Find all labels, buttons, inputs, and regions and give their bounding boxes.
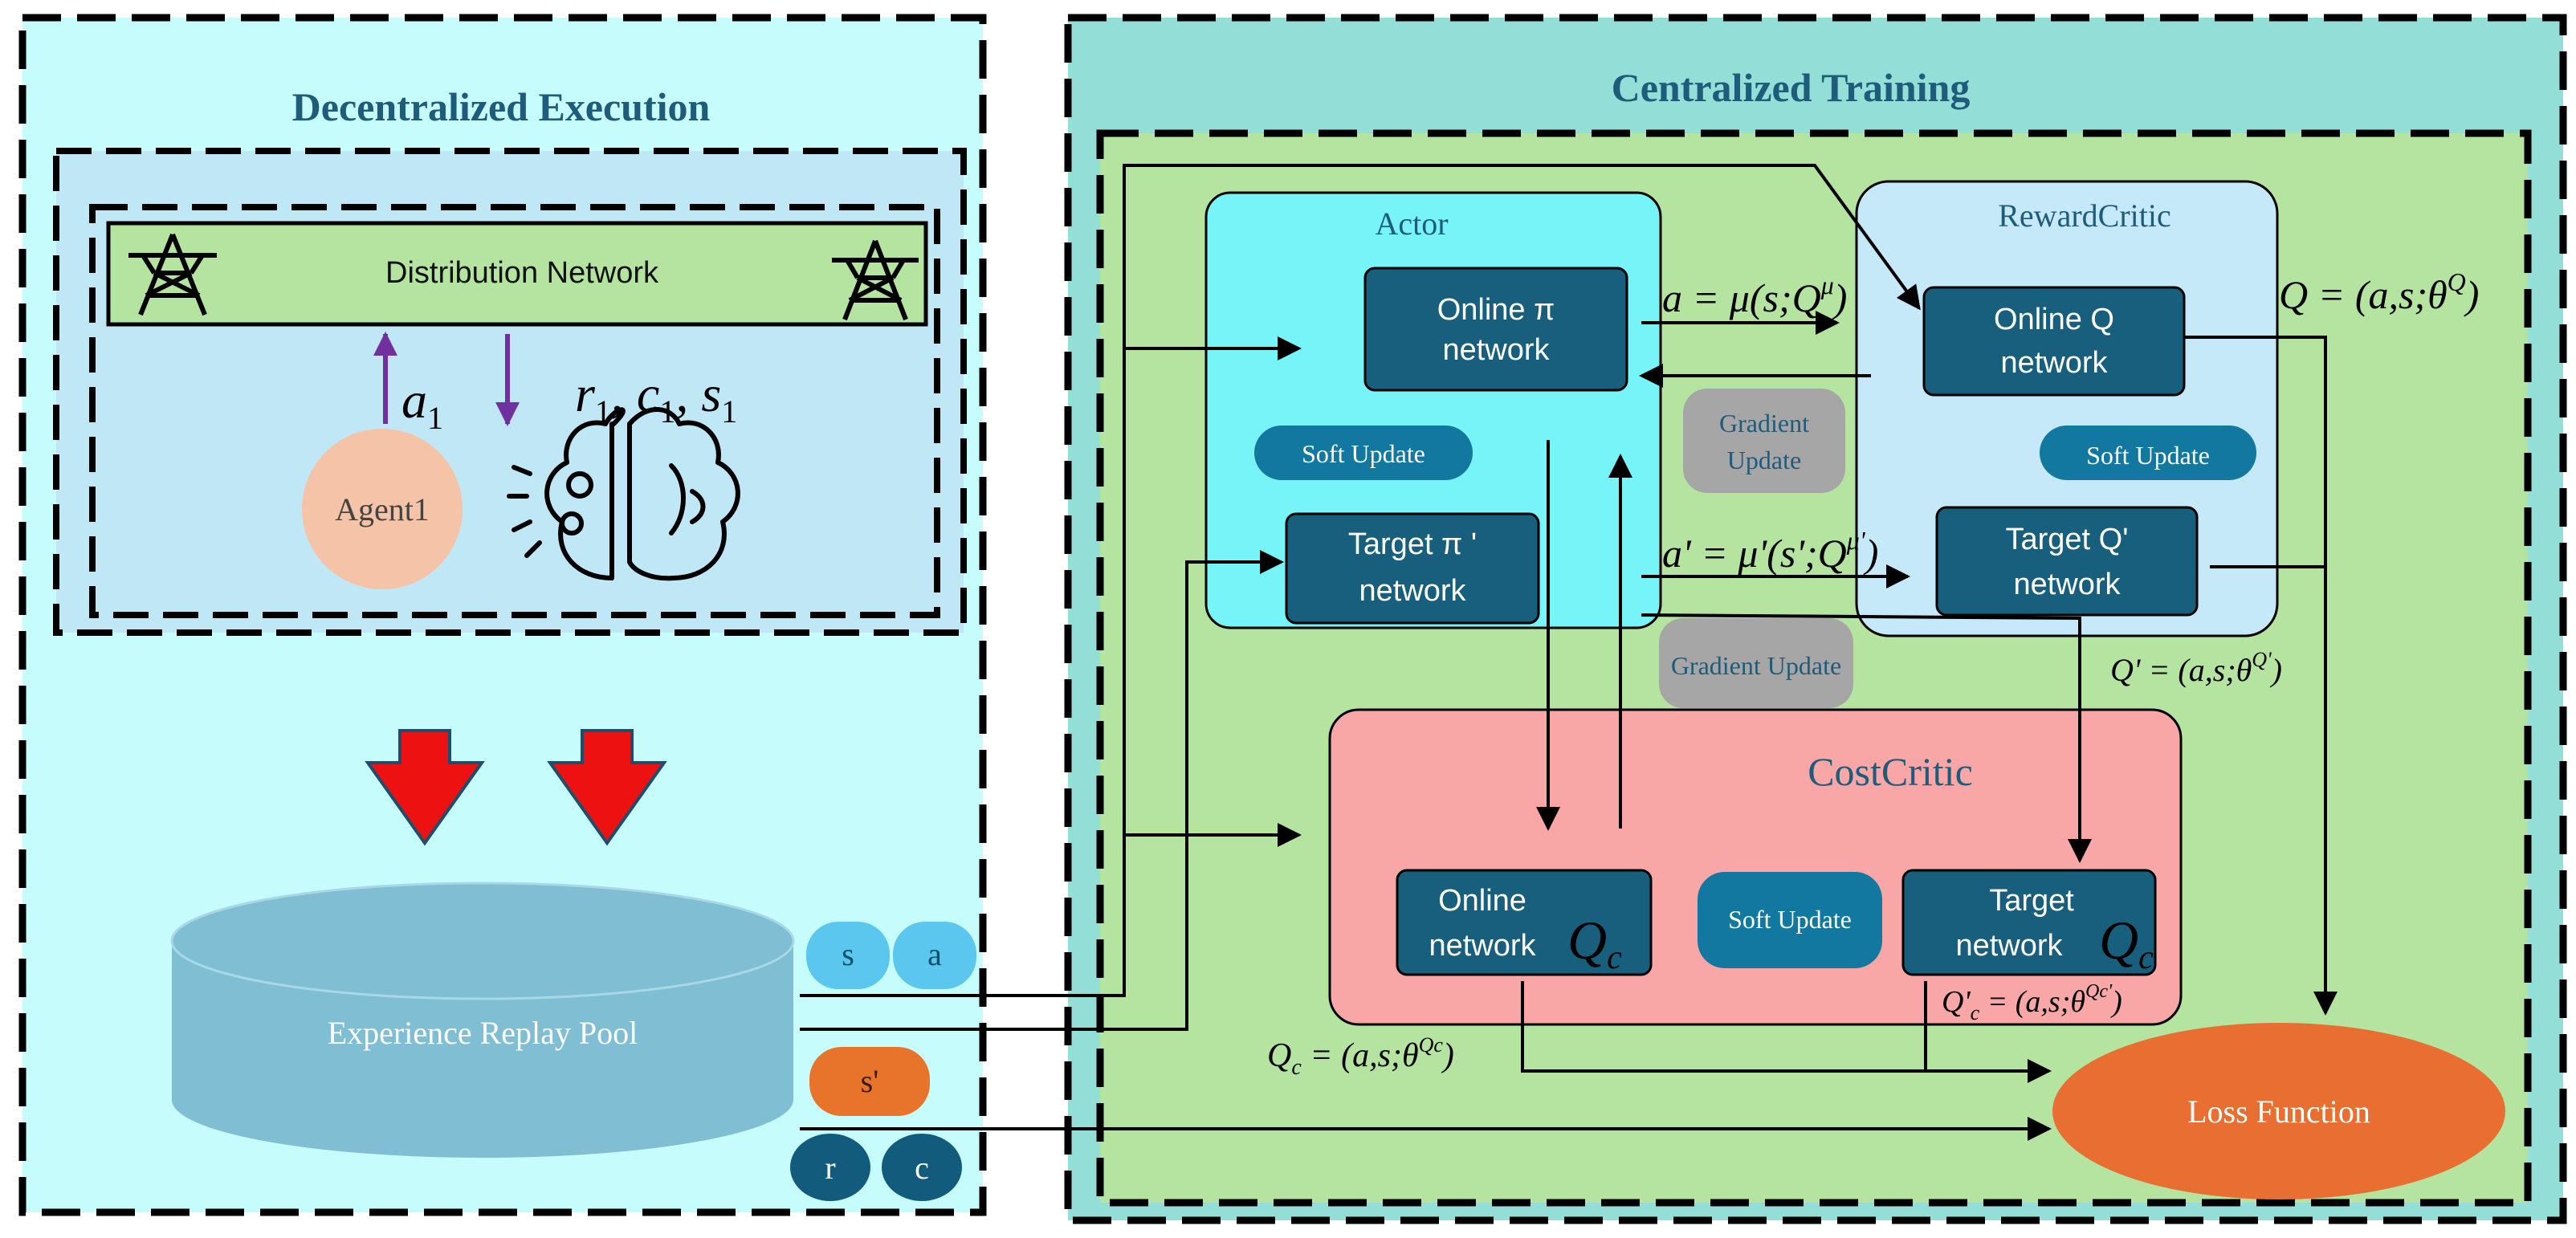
svg-text:Soft Update: Soft Update <box>1302 439 1425 468</box>
svg-text:network: network <box>2000 346 2108 380</box>
red-down-arrow-icon <box>547 729 667 846</box>
online-qc-network: Online network Qc <box>1396 869 1653 976</box>
svg-text:Online π: Online π <box>1437 293 1555 327</box>
svg-text:s': s' <box>861 1063 879 1099</box>
connector-target-pi-to-target-qc <box>1641 613 2092 863</box>
svg-text:Target: Target <box>1989 884 2074 918</box>
svg-text:Qc: Qc <box>1567 910 1622 976</box>
chip-a: a <box>893 922 976 989</box>
cost-critic-box: CostCritic Online network Qc Soft Update… <box>1328 708 2183 1026</box>
gradient-update-top: Gradient Update <box>1683 389 1845 493</box>
svg-text:Update: Update <box>1727 446 1801 474</box>
svg-text:network: network <box>1359 574 1466 608</box>
chip-c: c <box>882 1134 962 1201</box>
chip-r: r <box>790 1134 870 1201</box>
svg-text:Loss Function: Loss Function <box>2187 1093 2370 1130</box>
target-qc-network: Target network Qc <box>1901 869 2157 976</box>
svg-text:Online Q: Online Q <box>1994 303 2114 336</box>
transmission-tower-icon <box>128 233 217 316</box>
decentralized-panel: Decentralized Execution Distribution Net… <box>18 14 987 1216</box>
svg-text:Online: Online <box>1438 884 1526 918</box>
agent-label: Agent1 <box>335 491 430 527</box>
agent-circle <box>302 429 463 589</box>
equation-q-prime: Q' = (a,s;θQ') <box>2110 648 2282 688</box>
equation-q: Q = (a,s;θQ) <box>2279 267 2479 317</box>
action-label: a1 <box>401 372 443 436</box>
svg-text:network: network <box>1429 929 1536 963</box>
experience-replay-pool-label: Experience Replay Pool <box>328 1015 638 1051</box>
svg-text:s: s <box>842 936 854 972</box>
equation-a-mu: a = μ(s;Qμ) <box>1662 271 1847 320</box>
connector-pool-sa <box>800 164 1921 997</box>
actor-title: Actor <box>1375 206 1448 242</box>
online-q-network: Online Q network <box>1922 286 2186 397</box>
transmission-tower-icon <box>832 239 919 321</box>
equation-qc: Qc = (a,s;θQc) <box>1267 1033 1454 1080</box>
centralized-title: Centralized Training <box>1612 65 1971 110</box>
svg-text:Qc: Qc <box>2099 910 2154 976</box>
svg-text:c: c <box>915 1150 929 1186</box>
equation-a-prime-mu: a' = μ'(s';Qμ') <box>1662 526 1878 576</box>
cost-soft-update: Soft Update <box>1698 872 1882 968</box>
environment-inner-box <box>89 204 940 618</box>
distribution-network-bar <box>106 221 928 327</box>
experience-replay-pool: Experience Replay Pool <box>170 882 795 1158</box>
decentralized-title: Decentralized Execution <box>292 84 711 129</box>
svg-text:network: network <box>2013 568 2121 601</box>
svg-text:Gradient Update: Gradient Update <box>1671 651 1841 680</box>
chip-s-prime: s' <box>809 1047 930 1116</box>
svg-text:Soft Update: Soft Update <box>2086 441 2210 470</box>
connector-online-qc-to-loss <box>1521 981 2052 1083</box>
gradient-update-bottom: Gradient Update <box>1659 618 1853 708</box>
target-pi-network: Target π ' network <box>1285 512 1540 625</box>
connector-pool-sprime <box>800 550 1284 1031</box>
connectors <box>800 164 2338 1141</box>
svg-text:network: network <box>1442 333 1550 367</box>
brain-gear-icon <box>507 407 740 581</box>
svg-text:a: a <box>927 936 942 972</box>
observation-label: r1, c1, s1 <box>575 365 737 430</box>
actor-soft-update: Soft Update <box>1254 426 1473 480</box>
target-q-network: Target Q' network <box>1935 506 2199 617</box>
loss-function: Loss Function <box>2052 1023 2505 1199</box>
reward-soft-update: Soft Update <box>2040 426 2256 480</box>
svg-text:Gradient: Gradient <box>1719 409 1809 438</box>
equation-qc-prime: Q'c = (a,s;θQc') <box>1942 981 2122 1024</box>
chip-s: s <box>806 922 890 989</box>
connector-online-q-to-loss <box>2184 336 2338 1016</box>
svg-text:Soft Update: Soft Update <box>1728 905 1852 934</box>
svg-text:Target π ': Target π ' <box>1348 527 1477 561</box>
svg-text:r: r <box>825 1150 835 1186</box>
reward-critic-title: RewardCritic <box>1998 198 2171 234</box>
svg-text:network: network <box>1955 929 2063 963</box>
reward-critic-box: RewardCritic Online Q network Soft Updat… <box>1855 180 2279 637</box>
red-down-arrow-icon <box>365 729 485 846</box>
svg-text:Target Q': Target Q' <box>2006 523 2129 556</box>
online-pi-network: Online π network <box>1363 267 1628 392</box>
distribution-network-label: Distribution Network <box>385 256 659 290</box>
cost-critic-title: CostCritic <box>1808 749 1973 794</box>
